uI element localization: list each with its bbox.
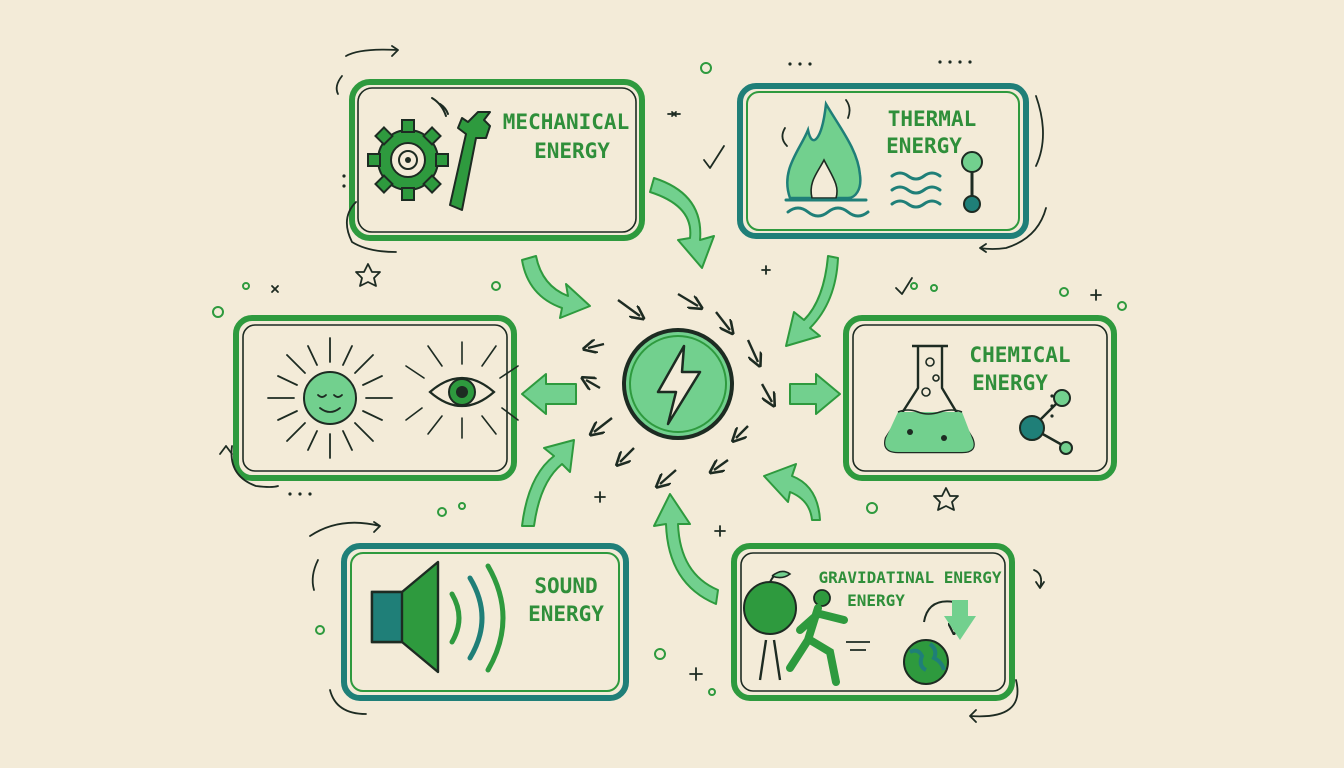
heat-wave-icon	[784, 171, 942, 218]
thermometer-icon	[961, 151, 983, 213]
thermal-energy-node: THERMAL ENERGY	[737, 83, 1029, 239]
mechanical-energy-node: MECHANICAL ENERGY	[349, 79, 645, 241]
lightning-bolt-icon	[622, 328, 734, 440]
gravitational-energy-node: GRAVIDATINAL ENERGY ENERGY	[731, 543, 1015, 701]
flame-icon	[781, 99, 862, 200]
sun-icon	[267, 337, 393, 459]
decorative-dots	[212, 62, 1127, 696]
thermal-title-line1: THERMAL	[888, 107, 977, 131]
gravitational-title-line1: GRAVIDATINAL ENERGY	[818, 568, 1001, 587]
wrench-icon	[449, 111, 491, 211]
sound-title-line1: SOUND	[534, 574, 597, 598]
runner-icon	[786, 589, 870, 686]
flask-icon	[884, 344, 975, 454]
chemical-title-line1: CHEMICAL	[969, 343, 1070, 367]
thermal-title-line2: ENERGY	[886, 134, 962, 158]
apple-tree-icon	[743, 570, 797, 681]
mechanical-title-line2: ENERGY	[534, 139, 610, 163]
molecule-icon	[1019, 389, 1073, 455]
eye-icon	[405, 341, 519, 439]
chemical-energy-node: CHEMICAL ENERGY	[843, 315, 1117, 481]
light-energy-node	[233, 315, 519, 481]
green-flow-arrows	[521, 177, 841, 605]
sound-energy-node: SOUND ENERGY	[341, 543, 629, 701]
sound-title-line2: ENERGY	[528, 602, 604, 626]
earth-icon	[903, 639, 949, 685]
mechanical-title-line1: MECHANICAL	[503, 110, 629, 134]
decorations	[219, 45, 1102, 723]
speaker-icon	[370, 560, 506, 674]
dotted-marks	[288, 60, 1054, 496]
radial-arrows	[586, 292, 772, 484]
gear-icon	[367, 119, 449, 201]
gravitational-title-line2: ENERGY	[847, 591, 905, 610]
chemical-title-line2: ENERGY	[972, 371, 1048, 395]
